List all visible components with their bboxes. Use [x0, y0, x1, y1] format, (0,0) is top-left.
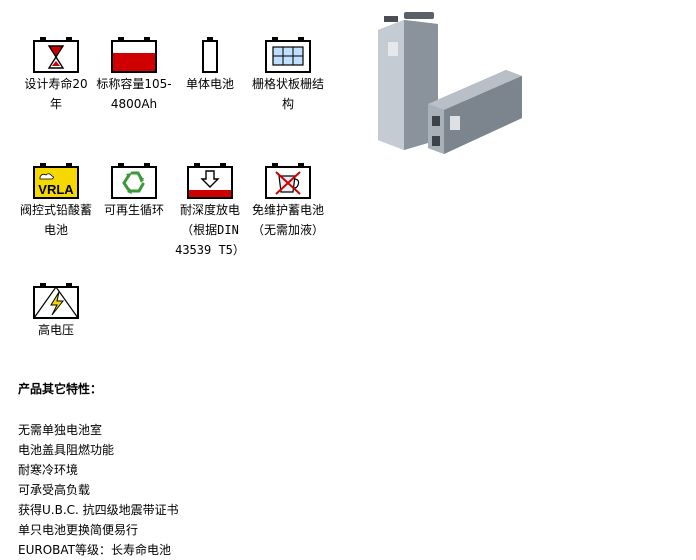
- maintenance-free-icon: [265, 163, 311, 199]
- list-item: 可承受高负载: [18, 483, 91, 497]
- feature-label: 阀控式铅酸蓄 电池: [19, 203, 92, 237]
- vrla-badge: VRLA: [38, 182, 74, 197]
- list-item: 耐寒冷环境: [18, 463, 79, 477]
- battery-product-photo: [378, 12, 522, 154]
- feature-deep-discharge: 耐深度放电 （根据DIN 43539 T5）: [172, 162, 248, 260]
- list-item: EUROBAT等级：长寿命电池: [18, 543, 171, 557]
- feature-list: 无需单独电池室 电池盖具阻燃功能 耐寒冷环境 可承受高负载 获得U.B.C. 抗…: [18, 420, 179, 560]
- list-item: 无需单独电池室: [18, 423, 103, 437]
- feature-label: 可再生循环: [103, 203, 164, 217]
- feature-label: 设计寿命20 年: [24, 77, 88, 111]
- capacity-icon: [111, 37, 157, 73]
- grid-plate-icon: [265, 37, 311, 73]
- feature-high-voltage: 高电压: [18, 282, 94, 340]
- feature-label: 耐深度放电 （根据DIN 43539 T5）: [175, 203, 245, 257]
- feature-label: 栅格状板栅结 构: [251, 77, 324, 111]
- high-voltage-icon: [33, 283, 79, 319]
- feature-capacity: 标称容量105- 4800Ah: [96, 36, 172, 114]
- section-heading: 产品其它特性：: [18, 382, 103, 396]
- feature-design-life: 设计寿命20 年: [18, 36, 94, 114]
- deep-discharge-icon: [187, 163, 233, 199]
- feature-label: 标称容量105- 4800Ah: [96, 77, 172, 111]
- single-cell-icon: [202, 37, 218, 73]
- feature-label: 高电压: [37, 323, 74, 337]
- feature-label: 免维护蓄电池 （无需加液）: [251, 203, 324, 237]
- feature-grid-plate: 栅格状板栅结 构: [250, 36, 326, 114]
- list-item: 电池盖具阻燃功能: [18, 443, 115, 457]
- feature-single-cell: 单体电池: [172, 36, 248, 94]
- recycle-icon: [111, 163, 157, 199]
- feature-recyclable: 可再生循环: [96, 162, 172, 220]
- vrla-icon: VRLA: [33, 163, 79, 199]
- list-item: 单只电池更换简便易行: [18, 523, 139, 537]
- feature-label: 单体电池: [185, 77, 234, 91]
- feature-maintenance-free: 免维护蓄电池 （无需加液）: [250, 162, 326, 240]
- list-item: 获得U.B.C. 抗四级地震带证书: [18, 503, 179, 517]
- feature-vrla: VRLA 阀控式铅酸蓄 电池: [18, 162, 94, 240]
- hourglass-icon: [33, 37, 79, 73]
